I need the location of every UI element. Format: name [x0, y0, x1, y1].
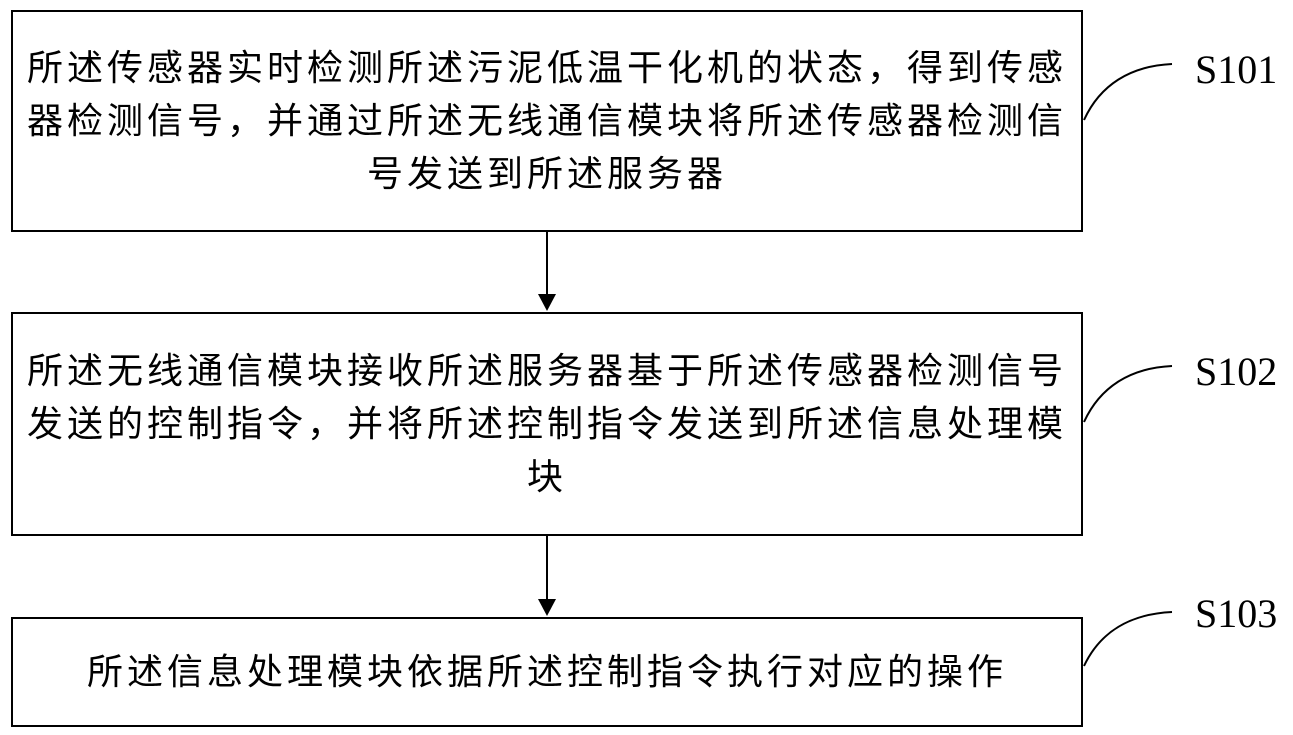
leader-line-s102 — [1083, 365, 1173, 423]
leader-line-s101 — [1083, 63, 1173, 121]
step-label-s103: S103 — [1195, 591, 1278, 636]
step-box-s102: 所述无线通信模块接收所述服务器基于所述传感器检测信号发送的控制指令，并将所述控制… — [11, 312, 1083, 536]
step-text-s102: 所述无线通信模块接收所述服务器基于所述传感器检测信号发送的控制指令，并将所述控制… — [26, 350, 1067, 498]
step-text-s103: 所述信息处理模块依据所述控制指令执行对应的操作 — [86, 651, 1007, 693]
step-box-s103: 所述信息处理模块依据所述控制指令执行对应的操作 — [11, 617, 1083, 727]
arrowhead-s101-to-s102 — [538, 294, 556, 311]
step-text-s101: 所述传感器实时检测所述污泥低温干化机的状态，得到传感器检测信号，并通过所述无线通… — [26, 47, 1067, 195]
leader-line-s103 — [1083, 611, 1173, 667]
step-box-s101: 所述传感器实时检测所述污泥低温干化机的状态，得到传感器检测信号，并通过所述无线通… — [11, 10, 1083, 232]
arrowhead-s102-to-s103 — [538, 599, 556, 616]
step-label-s101: S101 — [1195, 47, 1278, 92]
step-label-s102: S102 — [1195, 349, 1278, 394]
